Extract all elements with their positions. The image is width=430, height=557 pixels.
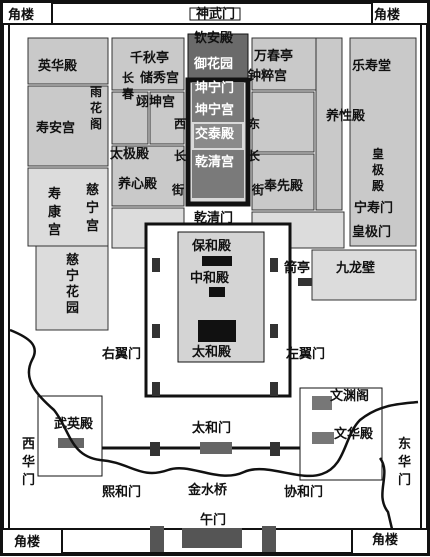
qin-an-label: 钦安殿: [193, 30, 234, 46]
tai-ji-label: 太极殿: [109, 146, 150, 162]
huang-ji-2: 极: [372, 162, 385, 177]
shou-an-label: 寿安宫: [36, 120, 75, 136]
imperial-garden: [187, 33, 249, 79]
xi-chang-2: 长: [174, 148, 187, 163]
xi-chang-1: 西: [174, 117, 186, 131]
wu-gate-building: [182, 528, 242, 548]
wan-chun-label: 万春亭: [253, 48, 293, 64]
kun-ning-men-label: 坤宁门: [195, 80, 234, 96]
dong-chang-2: 长: [248, 148, 261, 163]
dong-chang-1: 东: [248, 116, 260, 131]
yu-hua-ge-3: 阁: [90, 116, 102, 131]
wu-gate-west-wing: [150, 526, 164, 552]
yang-xin-label: 养心殿: [117, 176, 158, 192]
east-river: [378, 457, 394, 530]
ci-ning-garden-4: 园: [66, 301, 79, 316]
le-shou-label: 乐寿堂: [352, 58, 391, 74]
ci-ning-garden-2: 宁: [66, 268, 79, 284]
wenhua-hall-building: [312, 432, 334, 444]
jian-ting-label: 箭亭: [284, 260, 310, 276]
wu-gate-east-wing: [262, 526, 276, 552]
ci-ning-2: 宁: [86, 200, 99, 216]
corner-tower-nw-label: 角楼: [8, 7, 34, 23]
ci-ning-3: 宫: [86, 218, 99, 234]
yu-hua-ge-2: 花: [90, 100, 102, 115]
yang-xing-label: 养性殿: [325, 108, 366, 124]
shenwu-gate-building: [189, 7, 241, 21]
shou-kang-2: 康: [48, 204, 62, 220]
kunning-palace-block: [192, 82, 244, 122]
qian-qiu-label: 千秋亭: [130, 50, 169, 66]
xiehe-gate-building: [270, 442, 280, 456]
xi-hua-2: 华: [22, 454, 35, 470]
wenyuan-pavilion-building: [312, 396, 332, 410]
corner-tower-ne: [371, 1, 429, 25]
east-palace-blocks: [251, 211, 417, 301]
baohe-hall: [202, 256, 232, 266]
wen-hua-label: 文华殿: [334, 426, 374, 442]
jiu-long-bi-label: 九龙壁: [335, 260, 375, 276]
feng-xian-label: 奉先殿: [263, 178, 304, 194]
corner-tower-nw: [1, 1, 53, 25]
dong-hua-2: 华: [398, 454, 411, 470]
ci-ning-garden-3: 花: [66, 284, 79, 300]
jiao-tai-label: 交泰殿: [195, 126, 235, 142]
qian-qing-gong-label: 乾清宫: [195, 154, 234, 170]
xi-hua-3: 门: [22, 472, 35, 488]
side-buildings: [152, 258, 312, 396]
shou-kang-1: 寿: [48, 186, 61, 202]
taihe-gate-building: [200, 442, 232, 454]
corner-tower-se: [351, 528, 429, 555]
xihe-gate-label: 熙和门: [102, 484, 141, 500]
xi-hua-1: 西: [22, 437, 35, 452]
kun-ning-gong-label: 坤宁宫: [195, 102, 234, 118]
huangji-gate-label: 皇极门: [352, 224, 391, 240]
dong-hua-3: 门: [398, 472, 411, 488]
jie-w: 街: [171, 182, 184, 197]
north-palace-block: [27, 37, 417, 247]
corner-tower-ne-label: 角楼: [374, 7, 400, 23]
you-yi-gate-label: 右翼门: [101, 346, 141, 362]
dong-hua-1: 东: [398, 436, 411, 452]
qianqing-palace-block: [192, 150, 244, 198]
huang-ji-1: 皇: [372, 146, 384, 161]
yi-kun-label: 翊坤宫: [136, 94, 175, 110]
xihe-gate-building: [150, 442, 160, 456]
corner-tower-se-label: 角楼: [372, 532, 398, 548]
shenwu-gate-label: 神武门: [196, 6, 235, 22]
ci-ning-1: 慈: [86, 182, 99, 198]
chang-w-1: 长: [122, 70, 135, 85]
wuying-hall-building: [58, 438, 84, 448]
jinshui-river: [9, 328, 419, 478]
corner-tower-sw-label: 角楼: [14, 534, 40, 550]
wu-ying-label: 武英殿: [54, 416, 94, 432]
taihe-gate-label: 太和门: [191, 420, 231, 436]
ci-ning-garden-1: 慈: [66, 252, 79, 268]
bao-he-label: 保和殿: [191, 238, 232, 254]
chu-xiu-label: 储秀宫: [139, 70, 179, 86]
zuo-yi-gate-label: 左翼门: [286, 346, 325, 362]
yu-hua-ge-1: 雨: [90, 85, 102, 99]
jin-shui-label: 金水桥: [187, 482, 228, 498]
yu-hua-yuan-label: 御花园: [193, 56, 233, 72]
huang-ji-3: 殿: [371, 178, 385, 193]
jiaotai-hall-block: [194, 124, 242, 148]
shou-kang-3: 宫: [48, 222, 61, 238]
xiehe-gate-label: 协和门: [284, 484, 323, 500]
qianqing-gate-label: 乾清门: [194, 210, 233, 226]
taihe-hall: [198, 320, 236, 342]
zhong-he-label: 中和殿: [190, 270, 230, 286]
zhong-cui-label: 钟粹宫: [248, 68, 287, 84]
ying-hua-label: 英华殿: [37, 58, 78, 74]
jie-e: 街: [251, 182, 264, 197]
wu-gate-label: 午门: [200, 512, 226, 528]
wen-yuan-label: 文渊阁: [330, 388, 369, 404]
tai-he-label: 太和殿: [191, 344, 232, 360]
ningshou-gate-label: 宁寿门: [354, 200, 393, 216]
corner-tower-sw: [1, 528, 63, 555]
zhonghe-hall: [209, 287, 225, 297]
chang-w-2: 春: [121, 86, 135, 101]
